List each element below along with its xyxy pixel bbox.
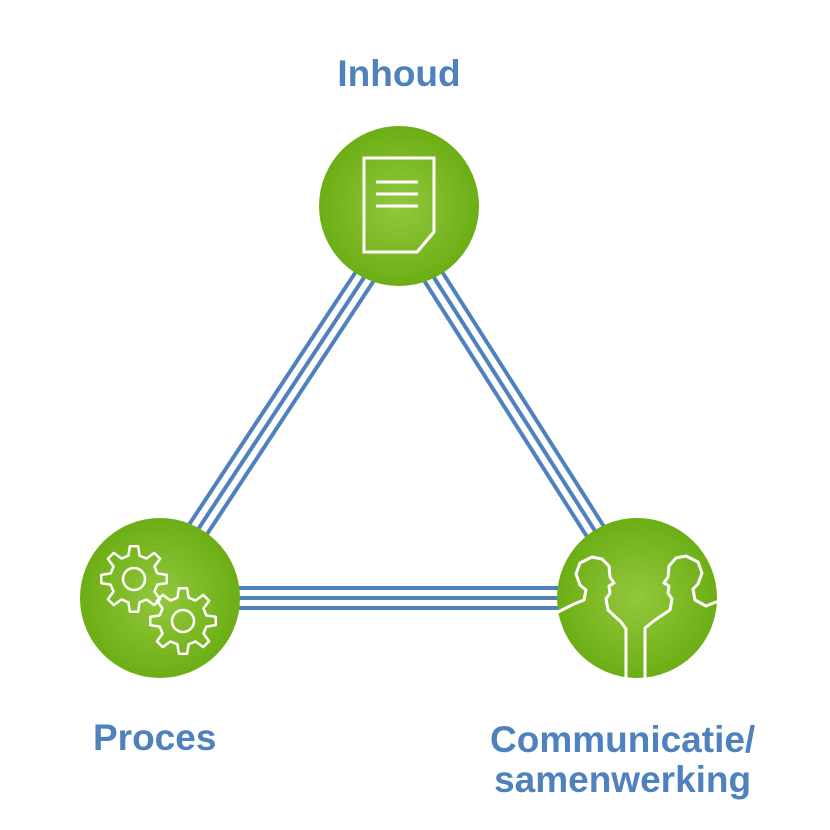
gear-icon	[149, 587, 217, 655]
two-people-icon	[556, 554, 718, 680]
node-proces-label: Proces	[93, 717, 217, 758]
node-communicatie	[556, 518, 718, 680]
node-communicatie-label: Communicatie/ samenwerking	[490, 720, 755, 800]
connector-top-left	[184, 269, 376, 541]
gear-outline	[100, 545, 168, 613]
node-inhoud-label: Inhoud	[337, 53, 461, 94]
connector-left-right	[238, 586, 558, 610]
node-proces	[80, 518, 240, 678]
document-icon	[362, 156, 436, 254]
node-communicatie-label-line2: samenwerking	[494, 759, 752, 800]
node-communicatie-label-line1: Communicatie/	[490, 719, 756, 760]
gear-outline	[149, 587, 217, 655]
gear-icon	[100, 545, 168, 613]
connector-top-right	[422, 269, 608, 541]
gear-hub	[121, 566, 147, 592]
node-communicatie-circle	[557, 518, 717, 678]
node-inhoud	[319, 126, 479, 286]
gear-hub	[170, 608, 196, 634]
gears-icon	[100, 545, 217, 655]
